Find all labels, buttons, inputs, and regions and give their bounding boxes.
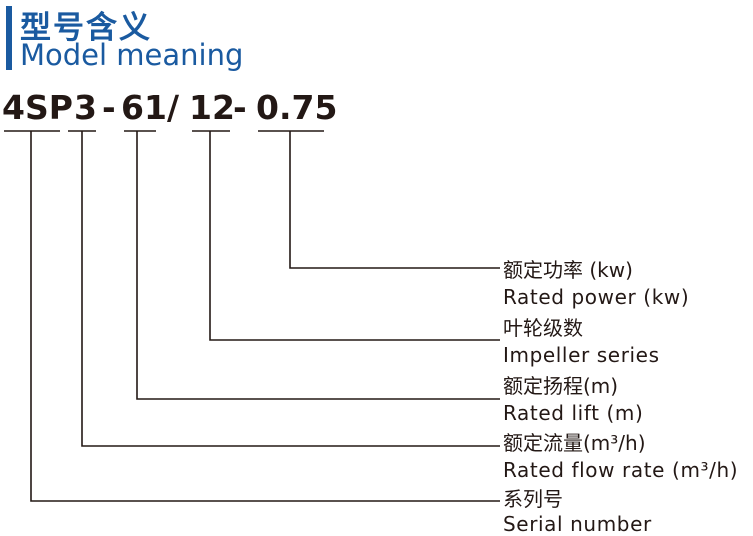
code-dash-2: - bbox=[233, 88, 247, 127]
label-flow-en: Rated flow rate (m³/h) bbox=[503, 458, 739, 482]
label-power-cn: 额定功率 (kw) bbox=[503, 258, 633, 282]
label-stages: 叶轮级数 Impeller series bbox=[503, 317, 660, 366]
code-dash-1: - bbox=[102, 88, 116, 127]
leader-power bbox=[289, 131, 500, 269]
label-series-en: Serial number bbox=[503, 512, 652, 536]
leader-lift bbox=[136, 131, 500, 400]
code-series: 4SP bbox=[2, 88, 73, 127]
code-stages: 12 bbox=[189, 88, 235, 127]
label-series-cn: 系列号 bbox=[503, 487, 563, 511]
code-slash: / bbox=[167, 88, 180, 127]
label-stages-en: Impeller series bbox=[503, 343, 660, 367]
label-flow-cn: 额定流量(m³/h) bbox=[503, 431, 646, 455]
label-power-en: Rated power (kw) bbox=[503, 285, 690, 309]
label-lift: 额定扬程(m) Rated lift (m) bbox=[503, 375, 643, 424]
header-accent-bar bbox=[6, 6, 12, 70]
title-english: Model meaning bbox=[20, 38, 244, 72]
label-flow: 额定流量(m³/h) Rated flow rate (m³/h) bbox=[503, 432, 738, 481]
title-chinese: 型号含义 bbox=[20, 10, 152, 46]
code-flow: 3 bbox=[74, 88, 97, 127]
leader-stages bbox=[209, 131, 500, 341]
label-lift-en: Rated lift (m) bbox=[503, 401, 644, 425]
label-power: 额定功率 (kw) Rated power (kw) bbox=[503, 259, 689, 308]
code-lift: 61 bbox=[121, 88, 167, 127]
label-stages-cn: 叶轮级数 bbox=[503, 316, 583, 340]
leader-series bbox=[30, 131, 500, 502]
label-series: 系列号 Serial number bbox=[503, 488, 652, 535]
code-power: 0.75 bbox=[256, 88, 338, 127]
label-lift-cn: 额定扬程(m) bbox=[503, 374, 619, 398]
leader-flow bbox=[81, 131, 500, 447]
